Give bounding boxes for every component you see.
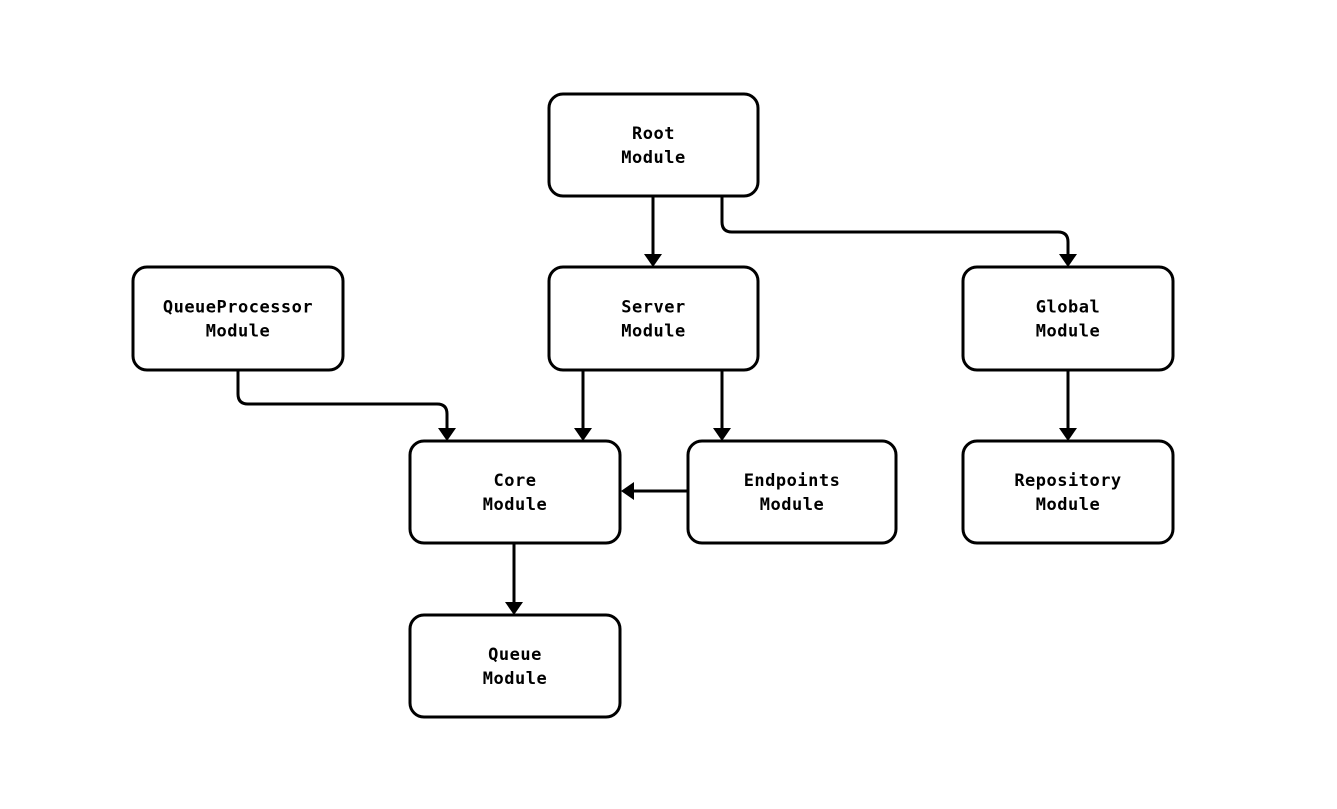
nodes-layer: RootModuleQueueProcessorModuleServerModu… bbox=[131, 92, 1175, 719]
edge-root-global bbox=[720, 196, 1077, 267]
node-label-line2: Module bbox=[760, 495, 824, 515]
edges-layer bbox=[236, 196, 1077, 615]
arrowhead-icon bbox=[1059, 254, 1077, 267]
node-label-line1: Endpoints bbox=[744, 471, 841, 491]
node-label-line2: Module bbox=[1036, 322, 1100, 342]
node-label-line1: QueueProcessor bbox=[163, 298, 313, 318]
node-label-line1: Repository bbox=[1014, 471, 1121, 491]
node-label-line1: Core bbox=[494, 471, 537, 491]
node-box[interactable] bbox=[547, 265, 760, 372]
node-box[interactable] bbox=[961, 439, 1175, 545]
node-label-line1: Root bbox=[632, 124, 675, 144]
edge-server-endpoints bbox=[713, 370, 731, 441]
node-label-line2: Module bbox=[621, 322, 685, 342]
edge-global-repository bbox=[1059, 370, 1077, 441]
arrowhead-icon bbox=[438, 428, 456, 441]
edge-line bbox=[236, 370, 449, 432]
edge-line bbox=[720, 196, 1070, 258]
node-label-line2: Module bbox=[206, 322, 270, 342]
arrowhead-icon bbox=[574, 428, 592, 441]
arrowhead-icon bbox=[713, 428, 731, 441]
edge-endpoints-core bbox=[621, 482, 688, 500]
edge-root-server bbox=[644, 196, 662, 267]
node-box[interactable] bbox=[686, 439, 898, 545]
node-label-line2: Module bbox=[483, 495, 547, 515]
node-label-line2: Module bbox=[621, 148, 685, 168]
node-box[interactable] bbox=[961, 265, 1175, 372]
node-box[interactable] bbox=[131, 265, 345, 372]
edge-queueprocessor-core bbox=[236, 370, 456, 441]
arrowhead-icon bbox=[1059, 428, 1077, 441]
node-label-line2: Module bbox=[483, 669, 547, 689]
node-label-line1: Queue bbox=[488, 645, 542, 665]
node-box[interactable] bbox=[547, 92, 760, 198]
arrowhead-icon bbox=[621, 482, 634, 500]
node-label-line1: Global bbox=[1036, 298, 1100, 318]
edge-server-core bbox=[574, 370, 592, 441]
arrowhead-icon bbox=[505, 602, 523, 615]
arrowhead-icon bbox=[644, 254, 662, 267]
node-box[interactable] bbox=[408, 439, 622, 545]
node-box[interactable] bbox=[408, 613, 622, 719]
edge-core-queue bbox=[505, 543, 523, 615]
node-label-line1: Server bbox=[621, 298, 685, 318]
node-label-line2: Module bbox=[1036, 495, 1100, 515]
